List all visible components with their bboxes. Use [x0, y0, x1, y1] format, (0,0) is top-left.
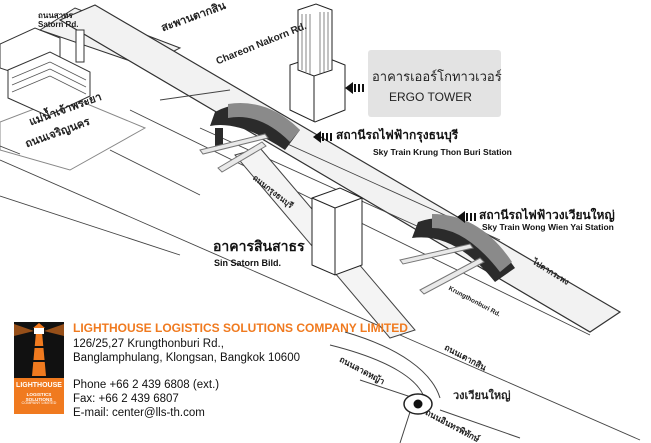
sin-sathorn-label-en: Sin Satorn Bild.	[214, 258, 282, 268]
road-label-sathorn-en: Satorn Rd.	[38, 20, 79, 29]
station2-label-th: สถานีรถไฟฟ้าวงเวียนใหญ่	[479, 208, 615, 222]
road-label-sathorn-th: ถนนสาทร	[38, 11, 73, 20]
company-name: LIGHTHOUSE LOGISTICS SOLUTIONS COMPANY L…	[73, 321, 408, 335]
station-krung-thon-buri	[210, 103, 300, 150]
ergo-pointer-icon	[345, 82, 364, 94]
lighthouse-icon	[14, 323, 64, 376]
company-fax: Fax: +66 2 439 6807	[73, 393, 179, 405]
hotel-building	[7, 51, 91, 117]
road-label-wong-wian-yai: วงเวียนใหญ่	[453, 390, 511, 402]
station2-pointer-icon	[457, 211, 476, 223]
company-phone: Phone +66 2 439 6808 (ext.)	[73, 379, 220, 391]
sin-sathorn-building	[311, 187, 363, 276]
bts-viaduct	[58, 4, 622, 333]
lat-ya-road	[329, 344, 426, 401]
ergo-tower-label-th: อาคารเออร์โกทาวเวอร์	[372, 69, 502, 84]
ergo-tower-callout	[368, 50, 501, 117]
company-address-line2: Banglamphulang, Klongsan, Bangkok 10600	[73, 352, 300, 364]
station2-label-en: Sky Train Wong Wien Yai Station	[482, 222, 614, 232]
company-logo: LIGHTHOUSE LOGISTICS SOLUTIONS COMPANY L…	[14, 322, 64, 414]
logo-line2: LOGISTICS SOLUTIONS	[25, 392, 53, 402]
station1-pointer-icon	[313, 131, 332, 143]
station1-label-th: สถานีรถไฟฟ้ากรุงธนบุรี	[336, 128, 459, 142]
tower-marker	[75, 29, 85, 63]
station1-label-en: Sky Train Krung Thon Buri Station	[373, 147, 512, 157]
ergo-tower-building	[289, 3, 346, 123]
hotel-windows	[11, 61, 87, 95]
logo-line1: LIGHTHOUSE	[16, 382, 62, 389]
logo-line3: COMPANY LIMITED	[21, 401, 57, 405]
company-address-line1: 126/25,27 Krungthonburi Rd.,	[73, 338, 224, 350]
skywalks	[199, 133, 485, 295]
ergo-tower-label-en: ERGO TOWER	[389, 90, 472, 104]
company-email: E-mail: center@lls-th.com	[73, 407, 205, 419]
sin-sathorn-label-th: อาคารสินสาธร	[213, 238, 305, 254]
